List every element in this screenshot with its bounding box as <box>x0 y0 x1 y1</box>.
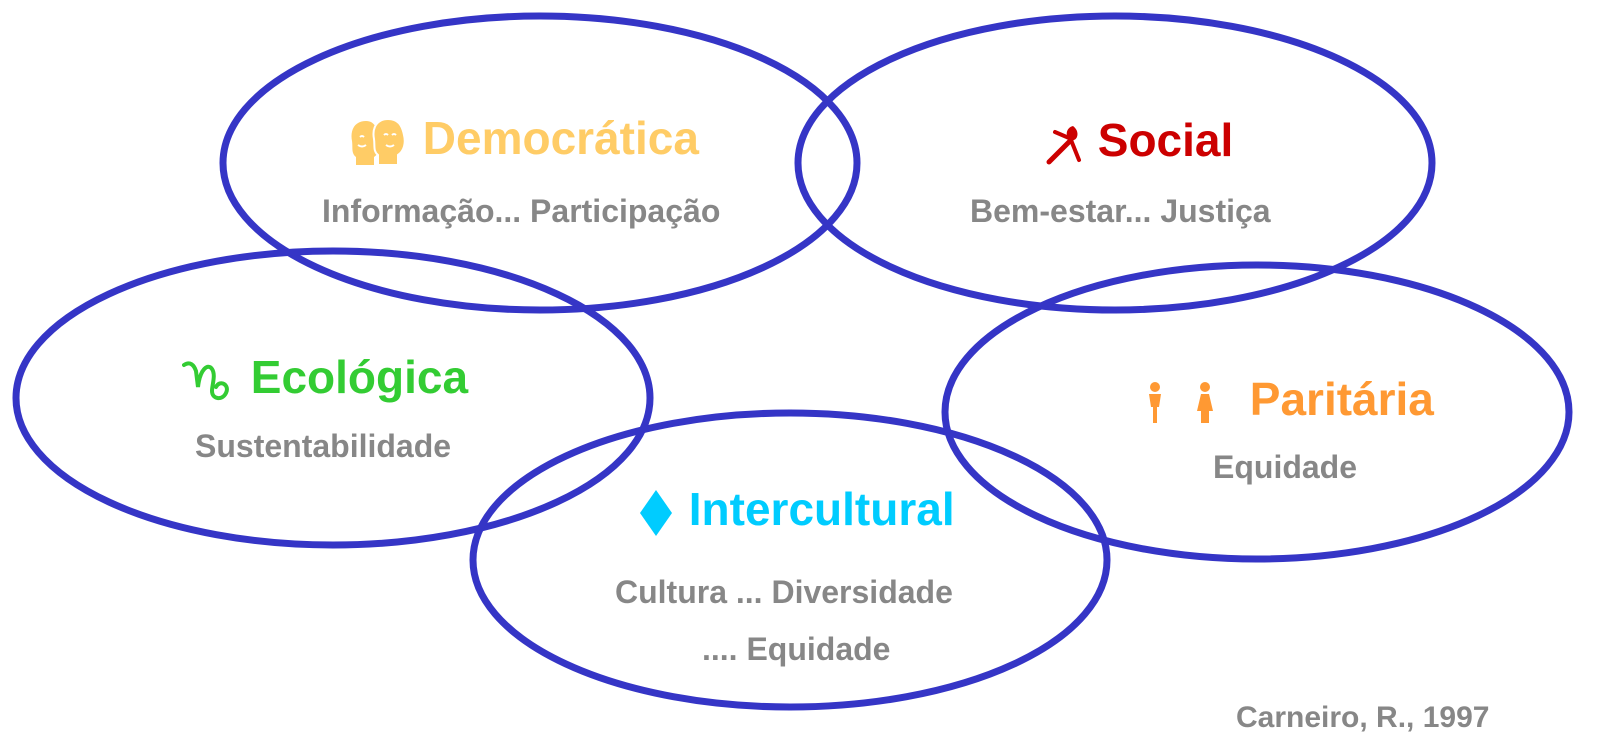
capricorn-icon <box>182 357 238 405</box>
ellipse-social <box>794 12 1436 314</box>
social-title-row: Social <box>1043 114 1233 166</box>
faces-icon <box>348 117 410 167</box>
intercultural-title-row: Intercultural <box>636 483 955 538</box>
ellipse-paritaria <box>941 261 1573 563</box>
democratica-title: Democrática <box>422 112 699 164</box>
ecologica-title: Ecológica <box>250 351 469 403</box>
intercultural-subtitle-line1: Cultura ... Diversidade <box>615 574 953 610</box>
intercultural-title: Intercultural <box>688 483 955 535</box>
ellipse-democratica <box>219 12 861 314</box>
citation: Carneiro, R., 1997 <box>1236 701 1490 734</box>
ecologica-title-row: Ecológica <box>182 351 468 405</box>
democratica-title-row: Democrática <box>348 112 699 167</box>
ellipse-ecologica <box>12 247 654 549</box>
democratica-subtitle: Informação... Participação <box>322 193 721 229</box>
social-title: Social <box>1097 114 1234 166</box>
social-subtitle: Bem-estar... Justiça <box>970 193 1271 229</box>
intercultural-subtitle-line2: .... Equidade <box>702 631 891 667</box>
ellipse-intercultural <box>469 409 1111 711</box>
paritaria-title: Paritária <box>1249 373 1434 425</box>
paritaria-subtitle: Equidade <box>1213 449 1358 485</box>
man-woman-icon <box>1143 379 1223 427</box>
paritaria-title-row: Paritária <box>1143 373 1434 427</box>
ribbon-icon <box>1043 122 1085 166</box>
diamond-icon <box>636 488 676 538</box>
ecologica-subtitle: Sustentabilidade <box>195 428 452 464</box>
